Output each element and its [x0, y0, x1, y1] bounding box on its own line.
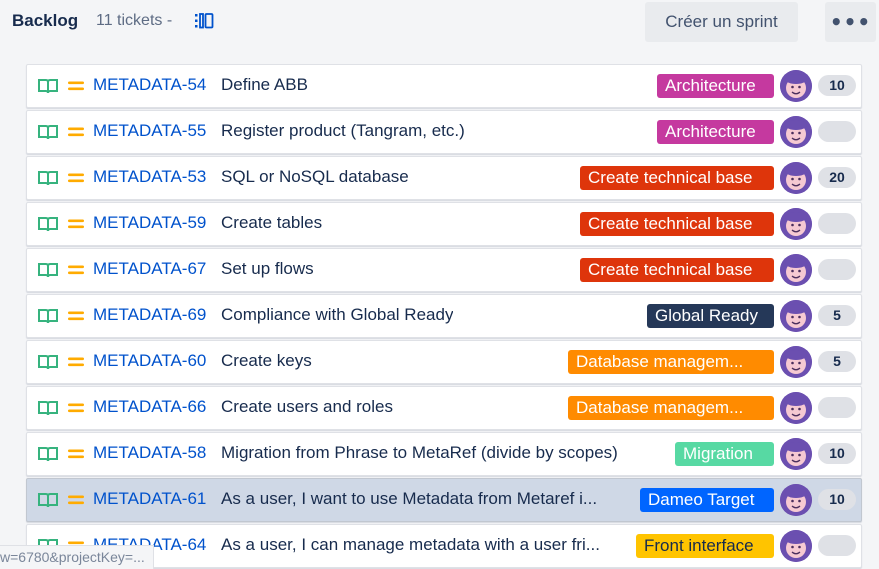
issue-key-link[interactable]: METADATA-61 [93, 489, 207, 508]
story-icon [38, 492, 58, 508]
create-sprint-button[interactable]: Créer un sprint [645, 2, 798, 42]
story-icon [38, 124, 58, 140]
issue-row[interactable]: METADATA-64As a user, I can manage metad… [26, 524, 862, 568]
story-points-badge[interactable]: 20 [818, 167, 856, 188]
story-points-badge[interactable] [818, 213, 856, 234]
board-view-icon[interactable] [194, 12, 214, 30]
issue-row[interactable]: METADATA-61 As a user, I want to use Meta… [26, 478, 862, 522]
issue-summary: As a user, I want to use Metadata from M… [221, 489, 598, 508]
issue-row[interactable]: METADATA-69 Compliance with Global Ready G… [26, 294, 862, 338]
backlog-header: Backlog 11 tickets - Créer un sprint ••• [0, 0, 879, 50]
assignee-avatar[interactable] [780, 484, 812, 516]
issue-key-link[interactable]: METADATA-58 [93, 443, 207, 462]
priority-medium-icon [67, 125, 85, 139]
story-points-badge[interactable] [818, 397, 856, 418]
epic-label[interactable]: Database managem... [568, 396, 774, 420]
priority-medium-icon [67, 263, 85, 277]
epic-label[interactable]: Dameo Target [640, 488, 774, 512]
story-points-badge[interactable] [818, 259, 856, 280]
assignee-avatar[interactable] [780, 438, 812, 470]
story-icon [38, 354, 58, 370]
epic-label[interactable]: Create technical base [580, 258, 774, 282]
issue-key-link[interactable]: METADATA-60 [93, 351, 207, 370]
issue-key-link[interactable]: METADATA-66 [93, 397, 207, 416]
issue-key-link[interactable]: METADATA-55 [93, 121, 207, 140]
assignee-avatar[interactable] [780, 530, 812, 562]
issue-summary: Compliance with Global Ready [221, 305, 454, 324]
issue-summary: SQL or NoSQL database [221, 167, 409, 186]
issue-key-link[interactable]: METADATA-69 [93, 305, 207, 324]
issue-summary: Set up flows [221, 259, 314, 278]
epic-label[interactable]: Create technical base [580, 166, 774, 190]
issue-row[interactable]: METADATA-66 Create users and roles Databas… [26, 386, 862, 430]
issue-summary: Define ABB [221, 75, 308, 94]
assignee-avatar[interactable] [780, 346, 812, 378]
story-icon [38, 400, 58, 416]
issue-summary: Create keys [221, 351, 312, 370]
issue-key-link[interactable]: METADATA-53 [93, 167, 207, 186]
priority-medium-icon [67, 217, 85, 231]
epic-label[interactable]: Architecture [657, 74, 774, 98]
story-points-badge[interactable]: 10 [818, 443, 856, 464]
assignee-avatar[interactable] [780, 70, 812, 102]
story-icon [38, 78, 58, 94]
assignee-avatar[interactable] [780, 392, 812, 424]
issue-row[interactable]: METADATA-54 Define ABB Architecture 10 [26, 64, 862, 108]
priority-medium-icon [67, 171, 85, 185]
story-icon [38, 446, 58, 462]
story-icon [38, 216, 58, 232]
assignee-avatar[interactable] [780, 162, 812, 194]
story-points-badge[interactable]: 10 [818, 489, 856, 510]
priority-medium-icon [67, 79, 85, 93]
epic-label[interactable]: Front interface [636, 534, 774, 558]
epic-label[interactable]: Migration [675, 442, 774, 466]
story-icon [38, 308, 58, 324]
priority-medium-icon [67, 309, 85, 323]
issue-row[interactable]: METADATA-59 Create tables Create technical… [26, 202, 862, 246]
assignee-avatar[interactable] [780, 254, 812, 286]
story-points-badge[interactable]: 5 [818, 305, 856, 326]
issue-summary: Create tables [221, 213, 323, 232]
backlog-title: Backlog [12, 11, 79, 30]
priority-medium-icon [67, 355, 85, 369]
epic-label[interactable]: Global Ready [647, 304, 774, 328]
ticket-count: 11 tickets - [96, 12, 173, 29]
issue-summary: Register product (Tangram, etc.) [221, 121, 465, 140]
priority-medium-icon [67, 447, 85, 461]
issue-row[interactable]: METADATA-53 SQL or NoSQL database Create t… [26, 156, 862, 200]
issue-summary: Create users and roles [221, 397, 393, 416]
story-points-badge[interactable] [818, 535, 856, 556]
assignee-avatar[interactable] [780, 208, 812, 240]
status-url-tooltip: w=6780&projectKey=... [0, 545, 154, 569]
issue-summary: Migration from Phrase to MetaRef (divide… [221, 443, 618, 462]
issue-row[interactable]: METADATA-55 Register product (Tangram, et… [26, 110, 862, 154]
epic-label[interactable]: Database managem... [568, 350, 774, 374]
story-icon [38, 170, 58, 186]
issue-row[interactable]: METADATA-67 Set up flows Create technical … [26, 248, 862, 292]
issue-row[interactable]: METADATA-60 Create keys Database managem..… [26, 340, 862, 384]
story-points-badge[interactable]: 10 [818, 75, 856, 96]
assignee-avatar[interactable] [780, 300, 812, 332]
assignee-avatar[interactable] [780, 116, 812, 148]
priority-medium-icon [67, 493, 85, 507]
story-icon [38, 262, 58, 278]
story-points-badge[interactable] [818, 121, 856, 142]
more-options-button[interactable]: ••• [825, 2, 876, 42]
priority-medium-icon [67, 401, 85, 415]
issue-key-link[interactable]: METADATA-59 [93, 213, 207, 232]
issue-key-link[interactable]: METADATA-54 [93, 75, 207, 94]
issue-summary: As a user, I can manage metadata with a … [221, 535, 600, 554]
issue-key-link[interactable]: METADATA-67 [93, 259, 207, 278]
epic-label[interactable]: Architecture [657, 120, 774, 144]
story-points-badge[interactable]: 5 [818, 351, 856, 372]
issue-row[interactable]: METADATA-58 Migration from Phrase to Meta… [26, 432, 862, 476]
epic-label[interactable]: Create technical base [580, 212, 774, 236]
